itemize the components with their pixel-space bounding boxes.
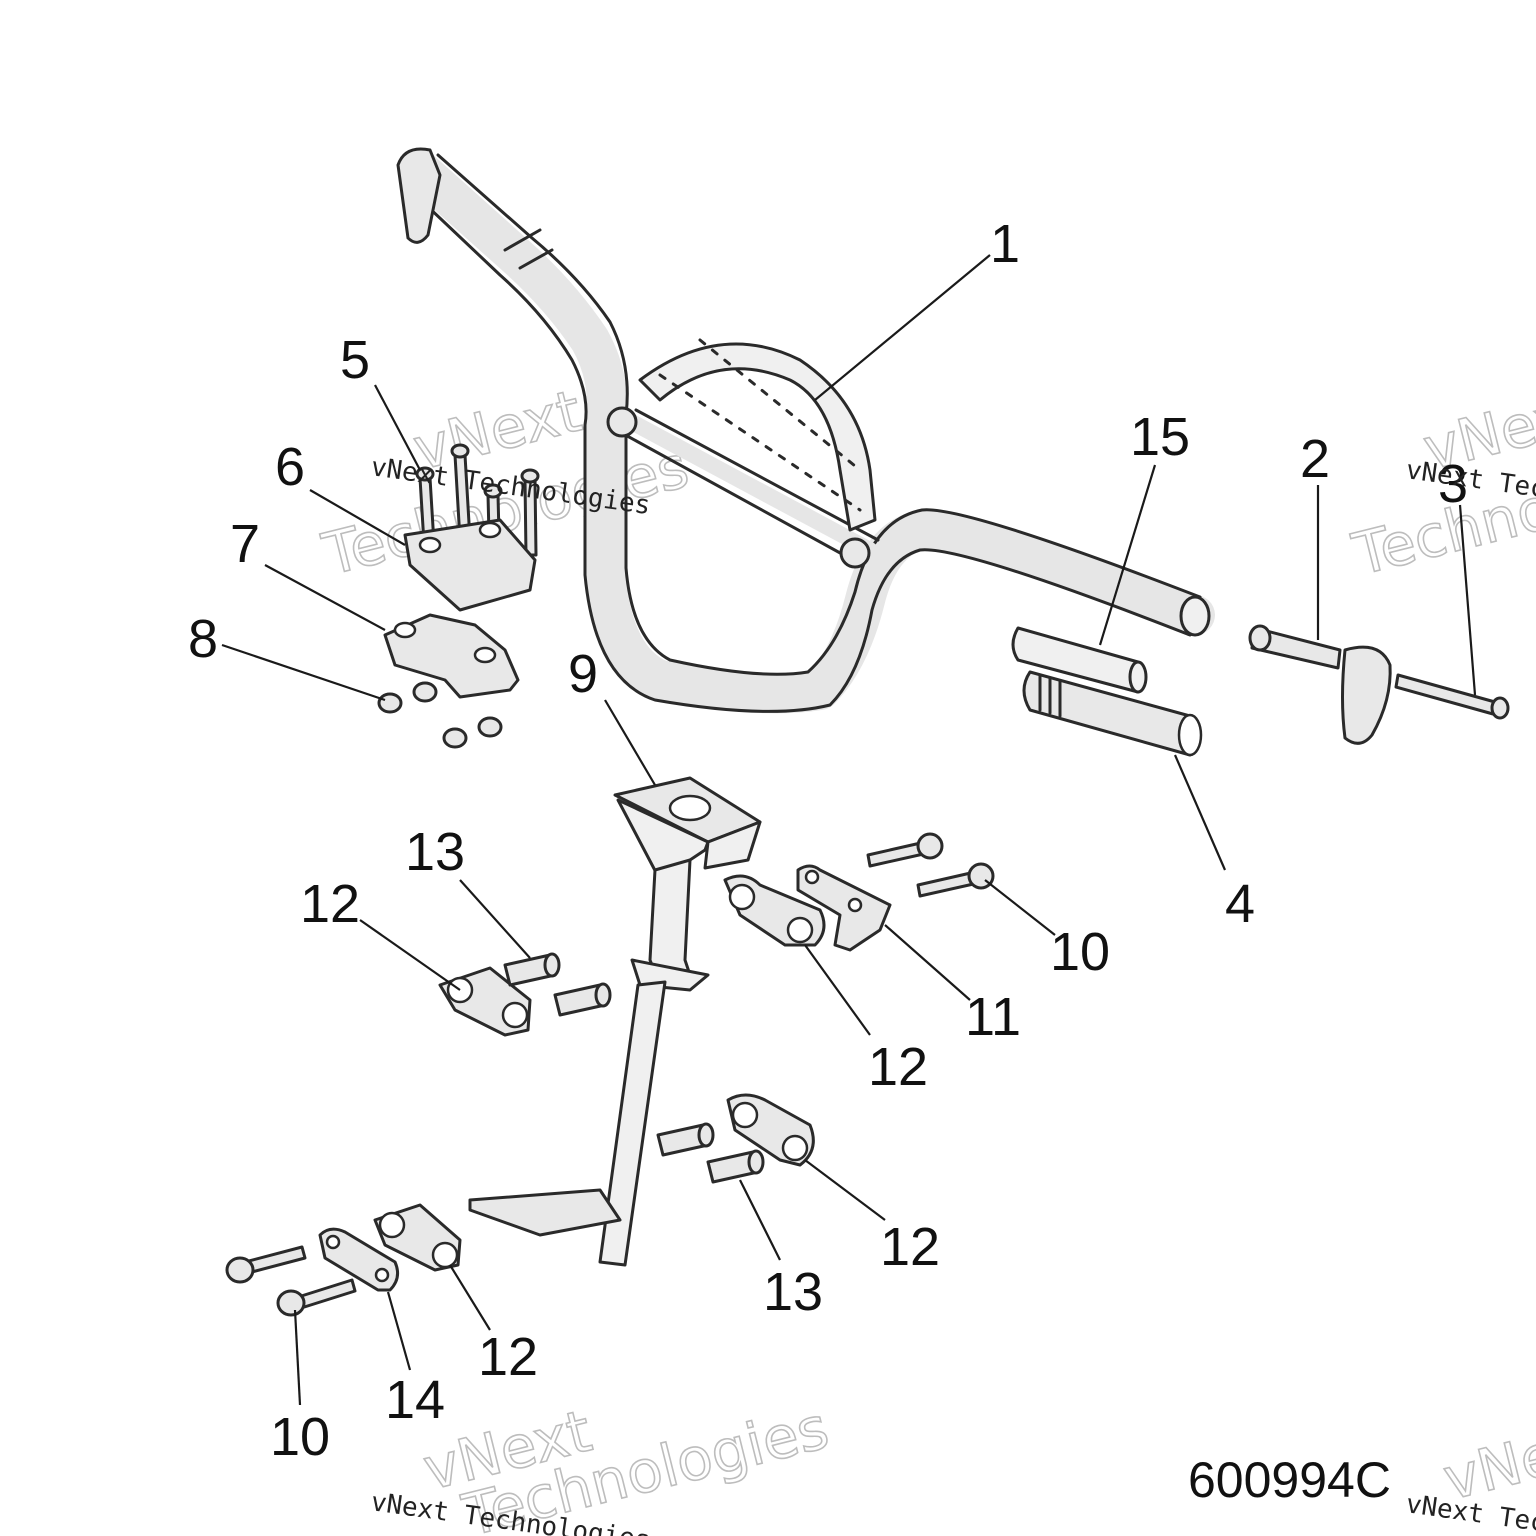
leader-10-upper — [984, 879, 1056, 936]
leader-7 — [264, 564, 386, 631]
callout-12-a: 12 — [300, 874, 360, 934]
bushing-clamp-part-d — [373, 1203, 462, 1272]
callout-1: 1 — [990, 214, 1020, 274]
callout-5: 5 — [340, 330, 370, 390]
leader-12-d — [449, 1264, 491, 1331]
leader-lines — [221, 254, 1477, 1406]
flange-bolts-lower-part — [225, 1245, 357, 1317]
leader-15 — [1098, 464, 1157, 646]
bushing-clamp-part-a — [723, 874, 826, 947]
leader-12-a — [359, 919, 461, 991]
steering-post-part — [468, 776, 762, 1267]
leader-14 — [386, 1291, 412, 1371]
flange-bolts-part — [866, 832, 995, 898]
callout-9: 9 — [568, 644, 598, 704]
callout-10-upper: 10 — [1050, 922, 1110, 982]
leader-5 — [374, 384, 421, 471]
callout-11: 11 — [965, 987, 1021, 1047]
mount-plate-part — [796, 864, 892, 952]
leader-12-c — [804, 1159, 886, 1221]
callout-15: 15 — [1130, 407, 1190, 467]
strap-plate-part — [318, 1227, 400, 1292]
bushings-part — [503, 952, 765, 1184]
callout-13-b: 13 — [763, 1262, 823, 1322]
leader-11 — [884, 924, 971, 1001]
callout-3: 3 — [1438, 454, 1468, 514]
callout-12-c: 12 — [880, 1217, 940, 1277]
leader-8 — [221, 643, 386, 702]
callouts: 1 2 3 4 5 6 7 8 9 10 10 11 12 12 12 12 1… — [188, 214, 1468, 1467]
lower-clamp-part — [383, 613, 520, 699]
bushing-clamp-part-c — [726, 1093, 815, 1167]
pin-part — [1394, 673, 1510, 720]
throttle-part — [1248, 624, 1392, 745]
leader-1 — [814, 254, 991, 401]
grip-sleeve-part — [1011, 626, 1148, 694]
leader-12-b — [804, 944, 871, 1036]
nuts-part — [377, 681, 503, 749]
callout-12-d: 12 — [478, 1327, 538, 1387]
callout-2: 2 — [1300, 429, 1330, 489]
watermark-small-group: vNext Technologies vNext Technologies vN… — [369, 452, 1536, 1536]
callout-12-b: 12 — [868, 1037, 928, 1097]
callout-4: 4 — [1225, 874, 1255, 934]
leader-10-lower — [293, 1309, 302, 1406]
callout-10-lower: 10 — [270, 1407, 330, 1467]
bushing-clamp-part-b — [438, 966, 532, 1037]
leader-9 — [604, 699, 656, 786]
leader-13-a — [459, 879, 531, 959]
leader-3 — [1458, 504, 1477, 696]
callout-14: 14 — [385, 1370, 445, 1430]
callout-6: 6 — [275, 437, 305, 497]
grip-part — [1022, 670, 1203, 757]
drawing-code: 600994C — [1188, 1452, 1391, 1508]
callout-13-a: 13 — [405, 822, 465, 882]
callout-7: 7 — [230, 514, 260, 574]
handlebar-part — [396, 147, 1215, 714]
leader-6 — [309, 489, 406, 546]
upper-clamp-part — [403, 518, 537, 612]
callout-8: 8 — [188, 609, 218, 669]
watermark-group: vNext Technologies vNext Technologies vN… — [315, 376, 1536, 1536]
leader-4 — [1173, 754, 1227, 871]
leader-13-b — [739, 1179, 781, 1261]
